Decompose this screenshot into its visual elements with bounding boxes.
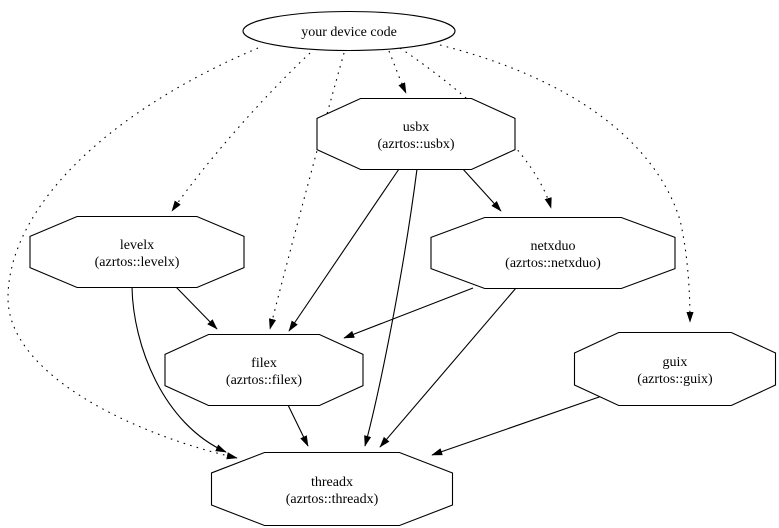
edge-filex-to-threadx [287, 404, 309, 447]
levelx-sublabel: (azrtos::levelx) [95, 255, 180, 270]
edge-levelx-to-filex [175, 286, 218, 330]
edge-netxduo-to-filex [343, 287, 474, 339]
usbx-sublabel: (azrtos::usbx) [378, 137, 455, 152]
node-levelx: levelx(azrtos::levelx) [29, 215, 245, 289]
edge-device-code-to-filex [268, 52, 345, 330]
node-netxduo: netxduo(azrtos::netxduo) [430, 216, 676, 290]
edge-netxduo-to-threadx [379, 287, 517, 448]
nodes-layer: your device codeusbx(azrtos::usbx)levelx… [29, 10, 777, 527]
node-guix: guix(azrtos::guix) [573, 331, 777, 407]
levelx-label: levelx [120, 238, 154, 253]
node-usbx: usbx(azrtos::usbx) [316, 97, 516, 171]
guix-label: guix [663, 355, 688, 370]
edge-device-code-to-levelx [171, 52, 311, 212]
node-device-code: your device code [242, 10, 456, 52]
edge-usbx-to-filex [288, 168, 400, 332]
threadx-octagon-shape [210, 451, 454, 527]
filex-label: filex [251, 356, 277, 371]
usbx-label: usbx [403, 120, 429, 135]
edges-layer [7, 44, 694, 460]
usbx-octagon-shape [316, 97, 516, 171]
node-threadx: threadx(azrtos::threadx) [210, 451, 454, 527]
filex-sublabel: (azrtos::filex) [226, 373, 303, 388]
guix-sublabel: (azrtos::guix) [637, 372, 713, 387]
edge-usbx-to-threadx [364, 168, 418, 447]
device-code-label: your device code [301, 25, 397, 40]
device-code-ellipse-shape [242, 10, 456, 52]
edge-levelx-to-threadx [131, 286, 227, 453]
netxduo-label: netxduo [530, 239, 575, 254]
netxduo-octagon-shape [430, 216, 676, 290]
threadx-sublabel: (azrtos::threadx) [286, 492, 379, 507]
netxduo-sublabel: (azrtos::netxduo) [505, 256, 601, 271]
edge-usbx-to-netxduo [461, 167, 502, 212]
node-filex: filex(azrtos::filex) [164, 333, 364, 407]
edge-device-code-to-usbx [388, 50, 407, 94]
guix-octagon-shape [573, 331, 777, 407]
levelx-octagon-shape [29, 215, 245, 289]
filex-octagon-shape [164, 333, 364, 407]
threadx-label: threadx [311, 475, 353, 490]
edge-guix-to-threadx [431, 395, 603, 456]
